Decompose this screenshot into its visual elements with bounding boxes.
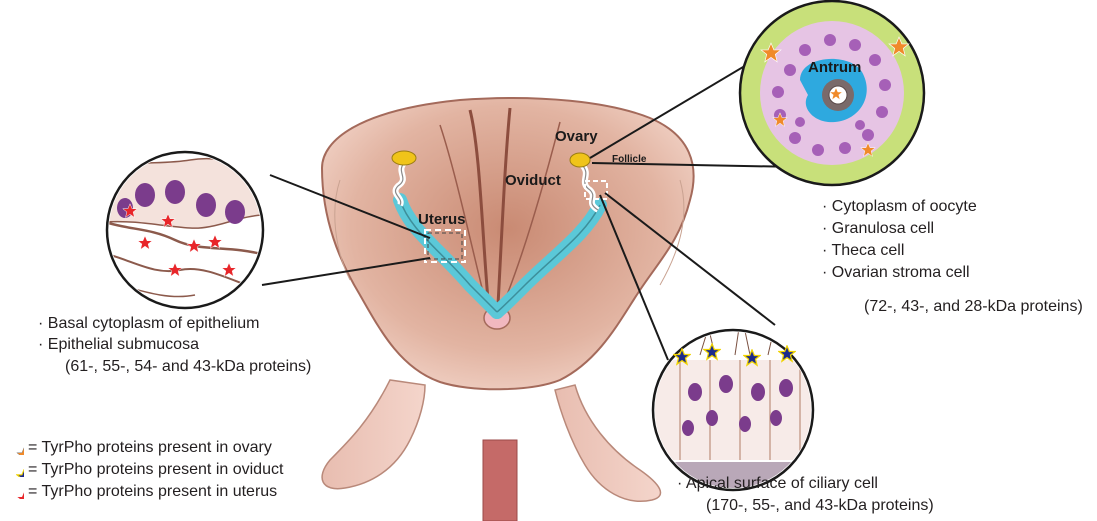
uterus-site-2: · Epithelial submucosa (38, 334, 199, 355)
follicle-label: Follicle (612, 154, 647, 165)
oviduct-label: Oviduct (505, 172, 561, 189)
legend-ovary-text: = TyrPho proteins present in ovary (28, 439, 272, 456)
oviduct-magnified-view (650, 327, 820, 492)
uterus-magnified-view (105, 152, 265, 308)
oviduct-proteins: (170-, 55-, and 43-kDa proteins) (706, 495, 934, 516)
ovary-magnified-view (740, 1, 924, 185)
legend-oviduct-text: = TyrPho proteins present in oviduct (28, 461, 283, 478)
red-star-icon (8, 483, 24, 499)
ovary-site-2: · Granulosa cell (822, 218, 934, 239)
ovary-site-3: · Theca cell (822, 240, 904, 261)
oviduct-site-1: · Apical surface of ciliary cell (677, 473, 878, 494)
ovary-proteins: (72-, 43-, and 28-kDa proteins) (864, 296, 1083, 317)
legend-uterus: = TyrPho proteins present in uterus (8, 482, 277, 502)
legend-oviduct: = TyrPho proteins present in oviduct (8, 460, 283, 480)
uterus-site-1: · Basal cytoplasm of epithelium (38, 313, 259, 334)
uterus-label: Uterus (418, 211, 466, 228)
ovary-site-4: · Ovarian stroma cell (822, 262, 970, 283)
tissue-body (322, 98, 694, 389)
orange-star-icon (8, 439, 24, 455)
ovary-site-1: · Cytoplasm of oocyte (822, 196, 977, 217)
uterus-proteins: (61-, 55-, 54- and 43-kDa proteins) (65, 356, 311, 377)
ovary-label: Ovary (555, 128, 598, 145)
hind-legs (322, 380, 660, 521)
legend-uterus-text: = TyrPho proteins present in uterus (28, 483, 277, 500)
antrum-label: Antrum (808, 59, 861, 76)
legend-ovary: = TyrPho proteins present in ovary (8, 438, 272, 458)
blue-star-icon (8, 461, 24, 477)
